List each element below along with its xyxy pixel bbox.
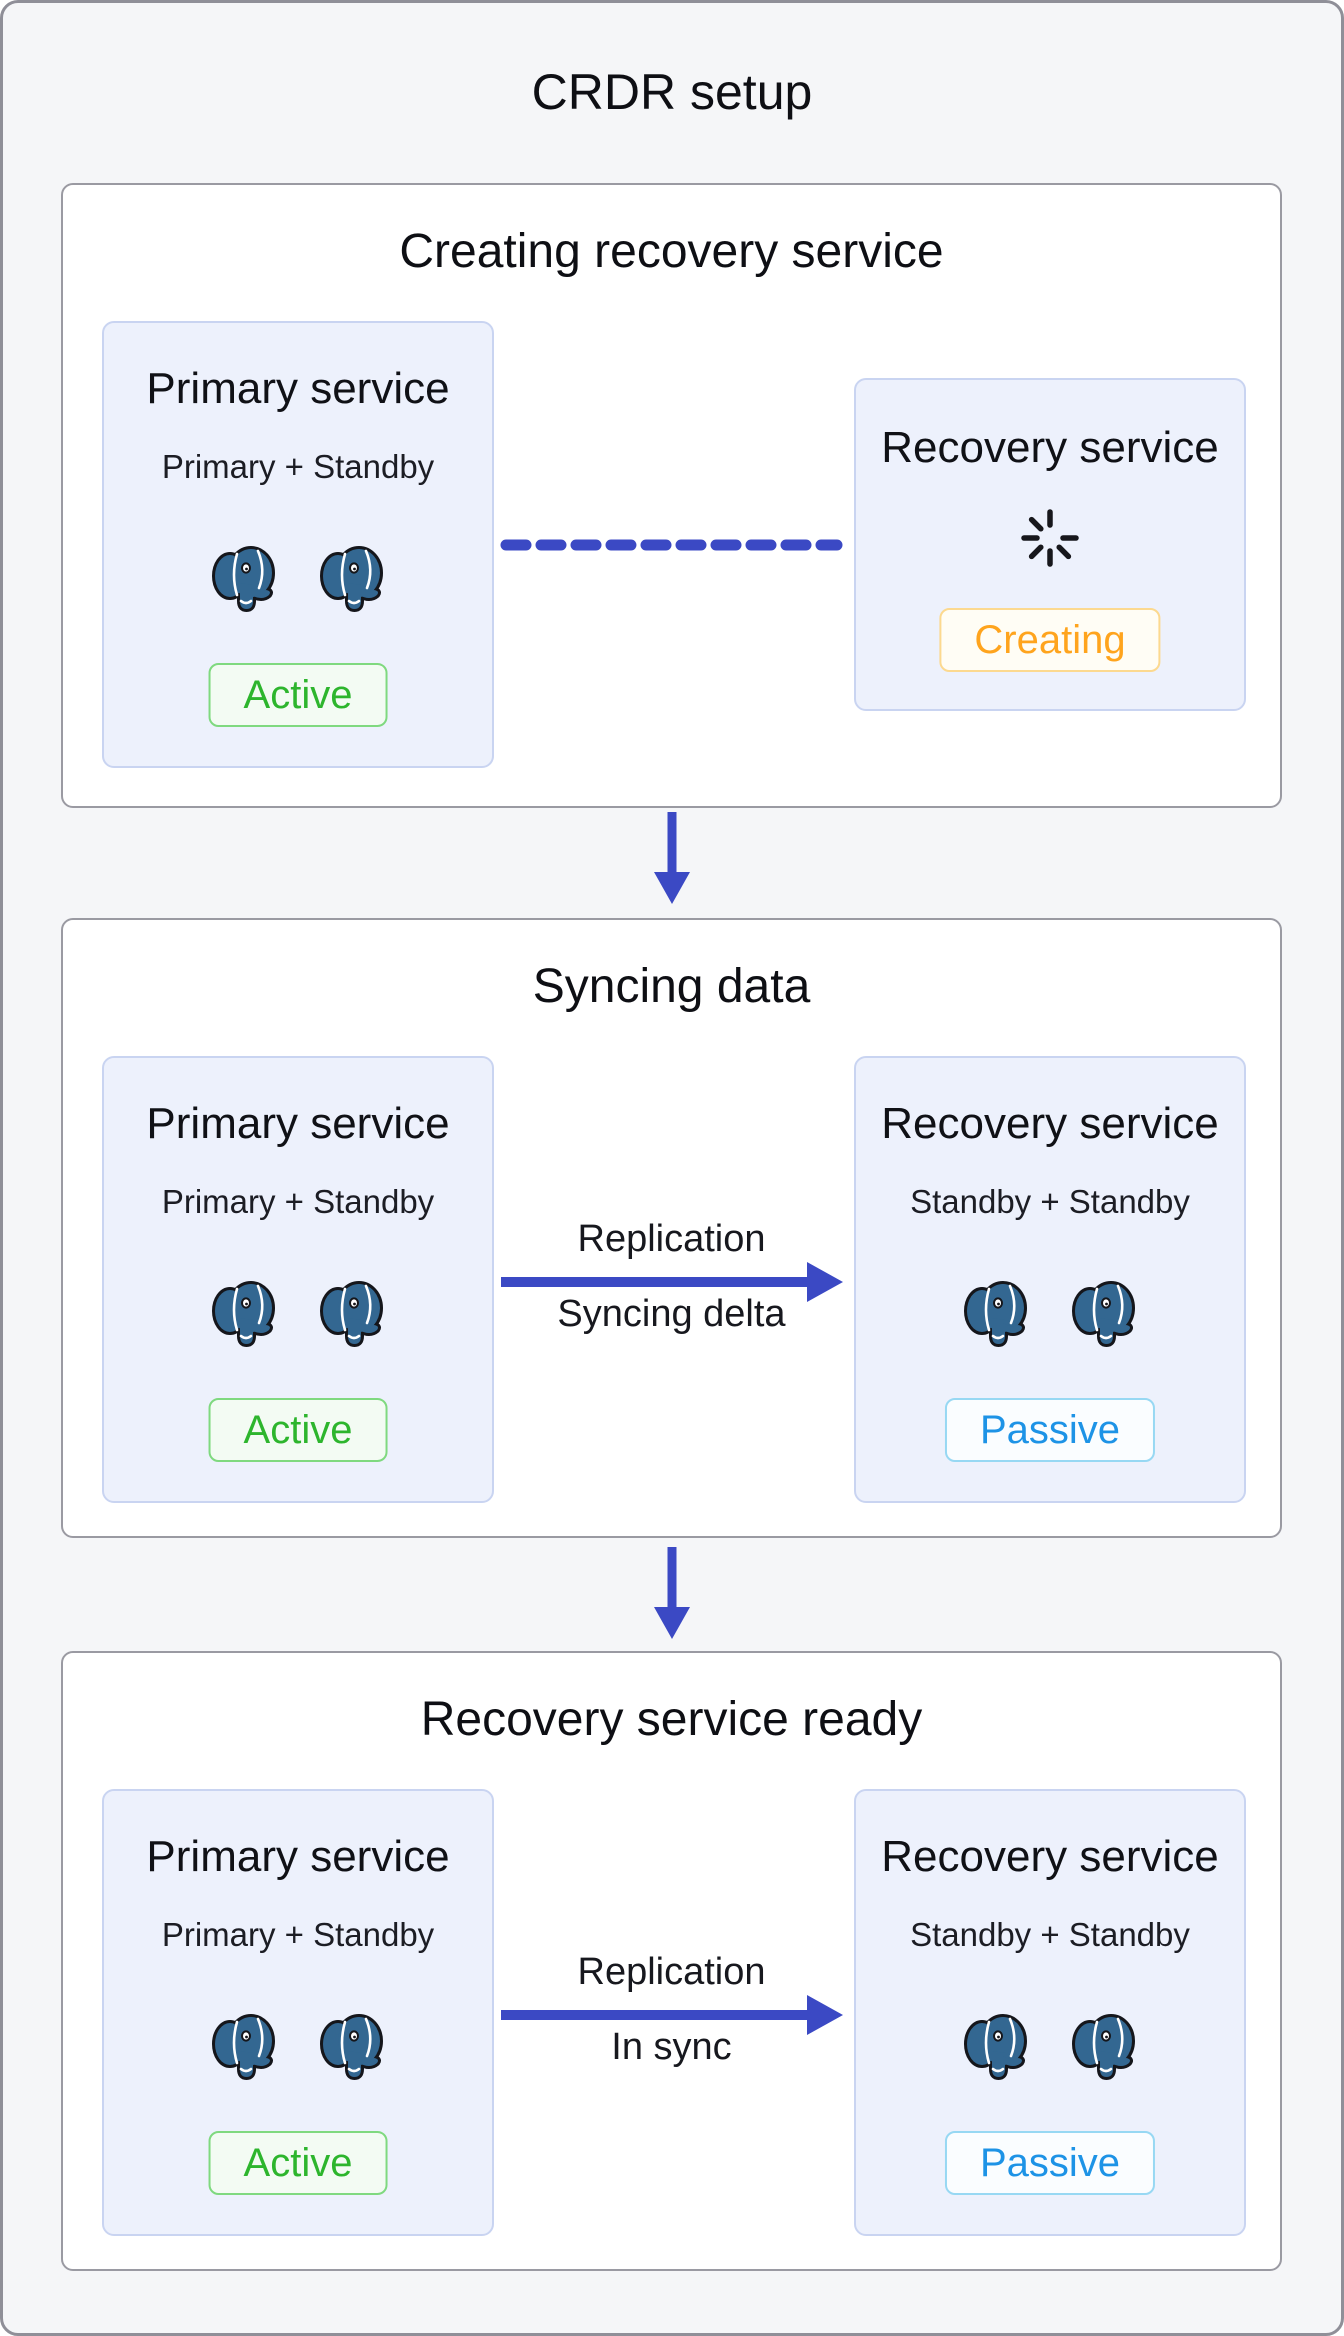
section-title: Recovery service ready [420,1693,923,1746]
primary-service-card: Primary service Primary + Standby Active [102,1056,494,1503]
sync-state-label: Syncing delta [557,1293,786,1335]
loading-spinner-icon [1021,509,1079,567]
service-title: Recovery service [881,423,1219,472]
page-title: CRDR setup [531,64,813,120]
postgresql-elephant-icon [962,1274,1030,1350]
recovery-service-card: Recovery service Creating [854,378,1246,711]
service-title: Recovery service [881,1832,1219,1881]
sync-state-label: In sync [611,2026,732,2068]
status-badge: Active [208,2131,388,2195]
postgresql-elephant-icon [318,539,386,615]
postgresql-elephant-icon [1070,1274,1138,1350]
section-recovery-service-ready: Recovery service ready Primary service P… [61,1651,1282,2271]
service-subtitle: Primary + Standby [161,1916,435,1953]
replication-label: Replication [577,1951,766,1993]
replication-label: Replication [577,1218,766,1260]
service-title: Recovery service [881,1099,1219,1148]
primary-service-card: Primary service Primary + Standby Active [102,1789,494,2236]
postgres-instances [104,539,492,615]
postgres-instances [856,2007,1244,2083]
dashed-connector [500,539,843,551]
status-badge: Passive [944,2131,1156,2195]
recovery-service-card: Recovery service Standby + Standby Passi… [854,1056,1246,1503]
service-subtitle: Standby + Standby [910,1183,1190,1220]
status-badge: Passive [944,1398,1156,1462]
service-subtitle: Standby + Standby [910,1916,1190,1953]
section-title: Creating recovery service [399,225,944,278]
postgresql-elephant-icon [962,2007,1030,2083]
primary-service-card: Primary service Primary + Standby Active [102,321,494,768]
postgres-instances [856,1274,1244,1350]
service-title: Primary service [146,364,450,413]
arrow-down-icon [650,812,694,907]
section-title: Syncing data [532,960,811,1013]
status-badge: Creating [939,608,1161,672]
postgresql-elephant-icon [210,539,278,615]
section-creating-recovery-service: Creating recovery service Primary servic… [61,183,1282,808]
service-subtitle: Primary + Standby [161,1183,435,1220]
service-title: Primary service [146,1099,450,1148]
service-subtitle: Primary + Standby [161,448,435,485]
section-syncing-data: Syncing data Primary service Primary + S… [61,918,1282,1538]
service-title: Primary service [146,1832,450,1881]
status-badge: Active [208,663,388,727]
postgresql-elephant-icon [1070,2007,1138,2083]
status-badge: Active [208,1398,388,1462]
recovery-service-card: Recovery service Standby + Standby Passi… [854,1789,1246,2236]
arrow-down-icon [650,1547,694,1642]
